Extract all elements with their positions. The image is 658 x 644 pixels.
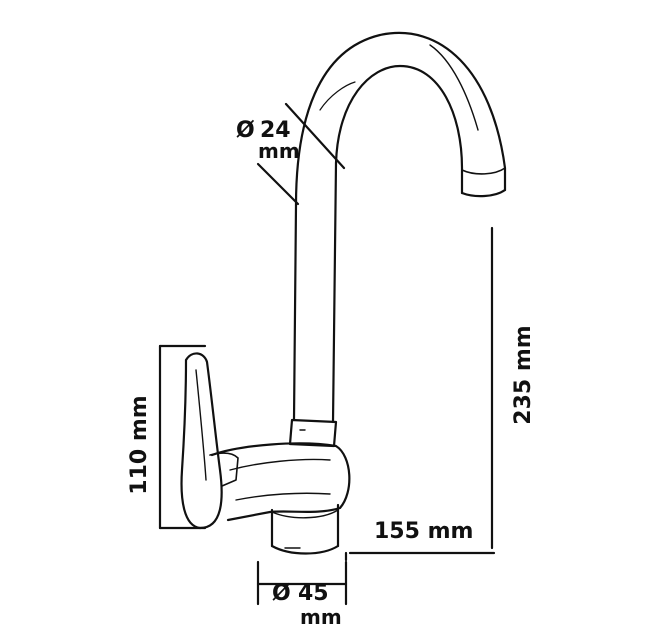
base-diameter-value: 45 (298, 581, 329, 606)
spout-diameter-value: 24 (260, 118, 291, 143)
base-diameter-symbol: Ø (272, 581, 291, 606)
total-height-label: 235 mm (511, 325, 536, 424)
spout-reach-label: 155 mm (374, 519, 473, 544)
base-diameter-label: Ø 45 mm (272, 581, 342, 629)
spout-diameter-label: Ø 24 mm (236, 118, 300, 163)
spout-diameter-leader (256, 102, 346, 206)
spout-collar (288, 418, 338, 448)
base-diameter-dimension (256, 560, 348, 606)
handle-height-label: 110 mm (127, 395, 152, 494)
total-height-dimension (348, 226, 496, 555)
base-diameter-unit: mm (300, 605, 342, 629)
faucet-body (210, 442, 351, 522)
handle-height-dimension (158, 344, 207, 530)
faucet-base (270, 503, 340, 555)
spout-diameter-symbol: Ø (236, 118, 255, 143)
faucet-spout (292, 31, 507, 424)
faucet-lever-handle (180, 352, 239, 530)
spout-diameter-unit: mm (258, 139, 300, 163)
